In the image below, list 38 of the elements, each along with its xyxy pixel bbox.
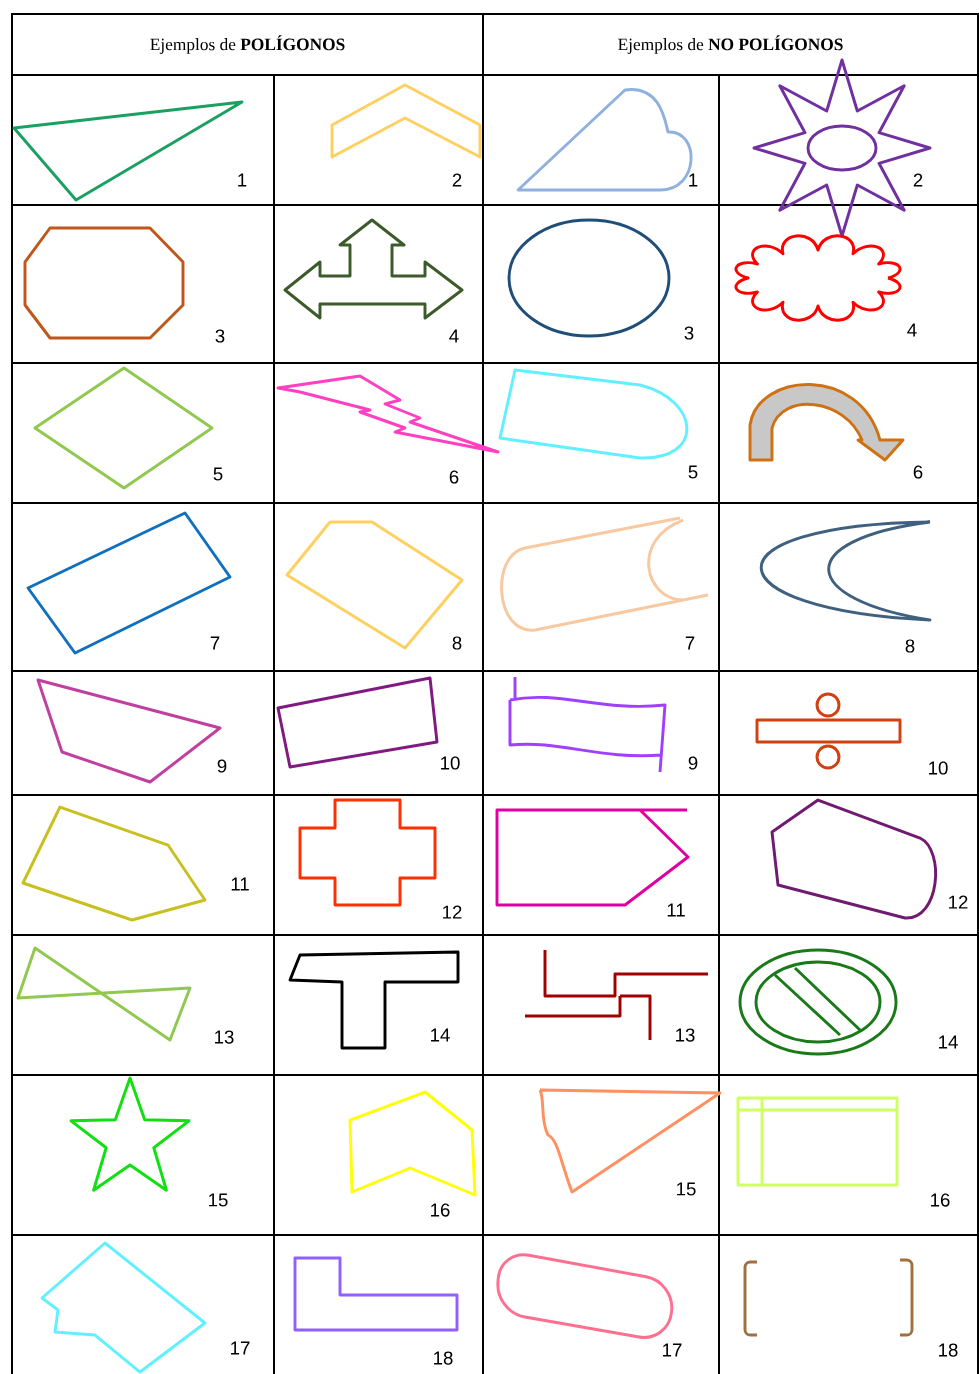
figure-number: 8	[905, 639, 915, 653]
figure-number: 9	[217, 759, 227, 773]
figure-number: 13	[676, 1028, 695, 1042]
figure-number: 17	[663, 1343, 682, 1357]
figure-number: 4	[449, 329, 459, 343]
figure-number: 17	[231, 1341, 250, 1355]
figure-number: 15	[209, 1193, 228, 1207]
column-header: Ejemplos de POLÍGONOS	[150, 35, 345, 54]
figure-number: 7	[685, 636, 695, 650]
figure-number: 16	[931, 1193, 950, 1207]
figure-number: 14	[939, 1035, 958, 1049]
figure-number: 3	[215, 329, 225, 343]
figure-number: 18	[939, 1343, 958, 1357]
figure-number: 2	[913, 173, 923, 187]
figure-number: 13	[215, 1030, 234, 1044]
figure-number: 12	[949, 895, 968, 909]
figure-number: 3	[684, 326, 694, 340]
figure-number: 6	[913, 465, 923, 479]
figure-number: 15	[677, 1182, 696, 1196]
figure-number: 10	[929, 761, 948, 775]
figure-number: 6	[449, 470, 459, 484]
figure-number: 18	[434, 1351, 453, 1365]
figure-number: 10	[441, 756, 460, 770]
figure-number: 1	[689, 173, 698, 187]
figure-number: 16	[431, 1203, 450, 1217]
column-header: Ejemplos de NO POLÍGONOS	[618, 35, 843, 54]
figure-number: 4	[907, 323, 917, 337]
figure-number: 14	[431, 1028, 450, 1042]
figure-number: 5	[213, 467, 223, 481]
figure-number: 9	[688, 756, 698, 770]
figure-number: 1	[238, 173, 247, 187]
figure-number: 5	[688, 465, 698, 479]
figure-number: 2	[452, 173, 462, 187]
figure-number: 12	[443, 905, 462, 919]
figure-number: 8	[452, 636, 462, 650]
figure-number: 11	[667, 903, 685, 917]
figure-number: 7	[210, 636, 220, 650]
figure-number: 11	[231, 877, 249, 891]
